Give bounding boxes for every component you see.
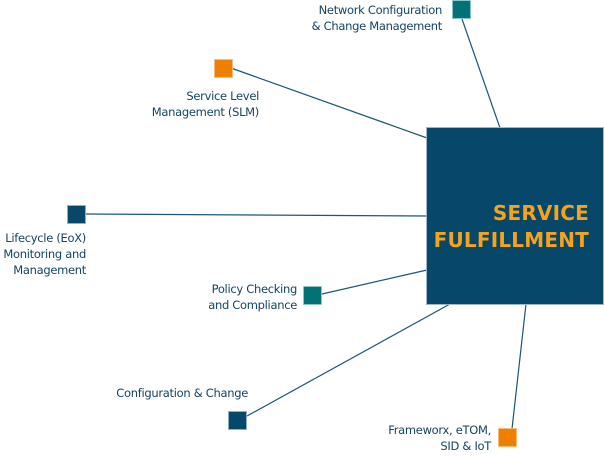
label-lifecycle: Lifecycle (EoX) Monitoring and Managemen…	[3, 231, 86, 277]
hub-title-line1: SERVICE	[492, 201, 589, 225]
connector-frameworx	[511, 303, 527, 430]
connector-lifecycle	[85, 213, 428, 217]
node-policy	[303, 286, 322, 305]
node-frameworx	[498, 428, 517, 447]
hub-title: SERVICE FULFILLMENT	[434, 200, 589, 254]
node-network-config	[452, 0, 471, 19]
node-lifecycle	[67, 205, 86, 224]
label-policy: Policy Checking and Compliance	[208, 282, 297, 312]
connector-slm	[230, 67, 428, 139]
node-slm	[214, 59, 233, 78]
label-config-change: Configuration & Change	[116, 386, 248, 400]
connector-network-config	[461, 18, 501, 129]
service-fulfillment-hub: SERVICE FULFILLMENT	[426, 127, 604, 305]
hub-title-line2: FULFILLMENT	[433, 228, 589, 252]
label-slm: Service Level Management (SLM)	[151, 89, 260, 119]
node-config-change	[228, 411, 247, 430]
connector-policy	[321, 269, 428, 295]
label-frameworx: Frameworx, eTOM, SID & IoT	[388, 423, 491, 453]
connector-config-change	[246, 303, 451, 417]
label-network-config: Network Configuration & Change Managemen…	[311, 3, 443, 33]
